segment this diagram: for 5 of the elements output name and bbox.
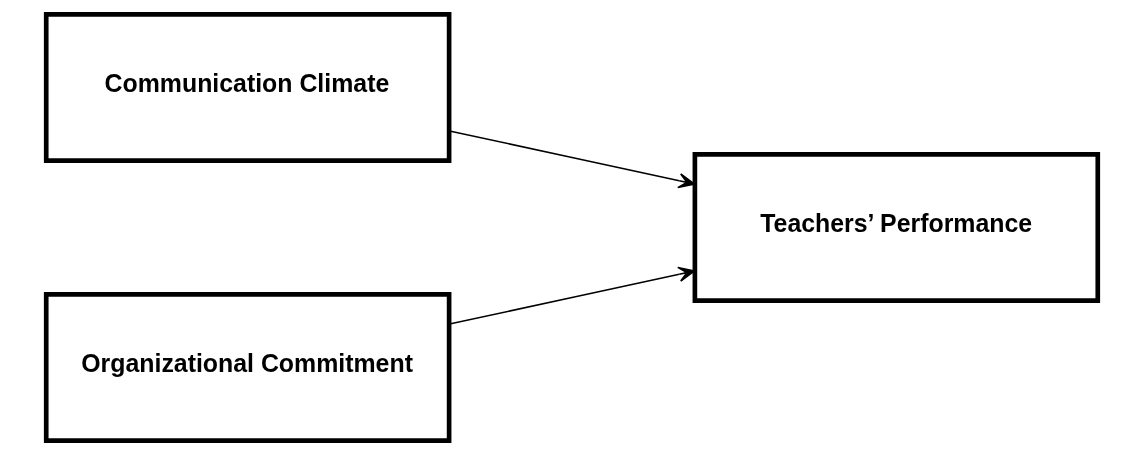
node-box: Communication Climate (43, 12, 451, 163)
node-box: Organizational Commitment (43, 292, 451, 443)
arrow (448, 130, 695, 189)
arrow (448, 266, 695, 325)
node-box: Teachers’ Performance (692, 152, 1100, 303)
